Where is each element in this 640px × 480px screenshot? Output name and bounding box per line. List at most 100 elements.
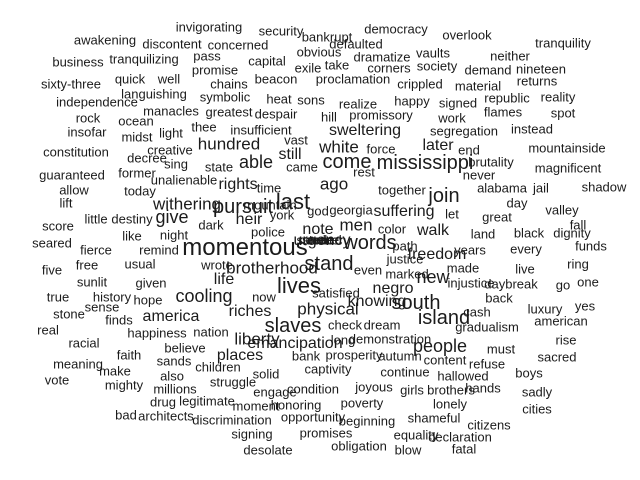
word-suffering: suffering	[373, 203, 435, 220]
word-remind: remind	[139, 242, 179, 258]
word-today: today	[124, 183, 156, 199]
word-walk: walk	[416, 222, 450, 239]
word-real: real	[37, 322, 59, 338]
word-freedom: freedom	[407, 246, 467, 263]
word-steam: steam	[302, 232, 338, 248]
word-children: children	[195, 359, 241, 375]
word-hundred: hundred	[197, 134, 261, 154]
word-security: security	[258, 23, 304, 39]
word-fierce: fierce	[80, 242, 112, 258]
word-note: note	[302, 221, 334, 238]
word-sacred: sacred	[537, 349, 577, 365]
word-discontent: discontent	[142, 36, 202, 52]
word-now: now	[252, 289, 276, 305]
word-insufficient: insufficient	[230, 122, 292, 138]
word-let: let	[445, 206, 459, 222]
word-tranquilizing: tranquilizing	[109, 51, 179, 67]
word-happiness: happiness	[127, 325, 187, 341]
word-check: check	[328, 317, 362, 333]
word-every: every	[510, 241, 542, 257]
word-color: color	[377, 221, 407, 237]
word-rise: rise	[555, 332, 577, 348]
word-physical: physical	[297, 299, 359, 319]
word-spot: spot	[550, 105, 576, 121]
word-drug: drug	[149, 394, 177, 410]
word-joyous: joyous	[355, 379, 393, 395]
word-destiny: destiny	[111, 211, 153, 227]
word-architects: architects	[138, 408, 194, 424]
word-must: must	[486, 341, 516, 357]
word-solid: solid	[252, 366, 280, 382]
word-defaulted: defaulted	[329, 36, 383, 52]
word-day: day	[506, 195, 528, 211]
word-crippled: crippled	[397, 76, 443, 92]
word-returns: returns	[516, 73, 558, 89]
word-later: later	[422, 137, 454, 154]
word-heat: heat	[266, 91, 292, 107]
word-finds: finds	[105, 312, 133, 328]
word-sunlit: sunlit	[76, 274, 108, 290]
word-faith: faith	[116, 347, 142, 363]
word-concerned: concerned	[207, 37, 269, 53]
word-back: back	[485, 290, 513, 306]
word-bad: bad	[115, 407, 137, 423]
word-little: little	[84, 211, 108, 227]
word-mississippi: mississippi	[376, 152, 474, 174]
word-refuse: refuse	[468, 356, 506, 372]
word-despair: despair	[254, 106, 298, 122]
word-places: places	[216, 347, 264, 364]
word-condition: condition	[286, 381, 340, 397]
word-symbolic: symbolic	[199, 89, 251, 105]
word-years: years	[454, 242, 486, 258]
word-words: words	[343, 232, 397, 254]
word-stone: stone	[53, 306, 85, 322]
word-demand: demand	[464, 62, 512, 78]
word-one: one	[577, 274, 599, 290]
word-path: path	[392, 238, 418, 254]
word-land: land	[470, 226, 496, 242]
word-dark: dark	[198, 217, 224, 233]
word-society: society	[416, 58, 458, 74]
word-withering: withering	[152, 194, 222, 214]
word-life: life	[213, 271, 235, 288]
word-vaults: vaults	[416, 45, 450, 61]
word-bankrupt: bankrupt	[301, 29, 353, 45]
word-quick: quick	[114, 71, 146, 87]
word-hallowed: hallowed	[437, 368, 489, 384]
word-stand: stand	[304, 253, 354, 275]
word-material: material	[454, 78, 502, 94]
word-blow: blow	[394, 442, 422, 458]
word-marked: marked	[385, 266, 429, 282]
word-white: white	[319, 137, 359, 157]
word-lives: lives	[276, 273, 322, 298]
word-signed: signed	[438, 95, 478, 111]
word-long: long	[330, 332, 356, 348]
word-democracy: democracy	[364, 21, 428, 37]
word-brothers: brothers	[427, 382, 475, 398]
word-men: men	[339, 215, 373, 235]
word-come: come	[322, 151, 372, 173]
word-obvious: obvious	[296, 44, 342, 60]
word-hill: hill	[321, 109, 337, 125]
word-score: score	[42, 218, 74, 234]
word-demonstration: demonstration	[348, 331, 432, 347]
word-lift: lift	[59, 195, 73, 211]
word-neither: neither	[490, 48, 530, 64]
word-allow: allow	[59, 182, 89, 198]
word-mountainside: mountainside	[528, 140, 606, 156]
word-flames: flames	[483, 104, 523, 120]
word-end: end	[458, 142, 480, 158]
word-slaves: slaves	[264, 315, 322, 337]
word-magnificent: magnificent	[534, 160, 602, 176]
word-pursuit: pursuit	[212, 196, 274, 218]
word-valley: valley	[545, 202, 579, 218]
word-injustice: injustice	[447, 275, 495, 291]
word-manacles: manacles	[143, 103, 199, 119]
word-shameful: shameful	[407, 410, 461, 426]
word-people: people	[412, 336, 468, 356]
word-boys: boys	[515, 365, 543, 381]
word-millions: millions	[153, 381, 197, 397]
word-fatal: fatal	[451, 441, 477, 457]
word-true: true	[46, 289, 70, 305]
word-america: america	[142, 308, 200, 325]
